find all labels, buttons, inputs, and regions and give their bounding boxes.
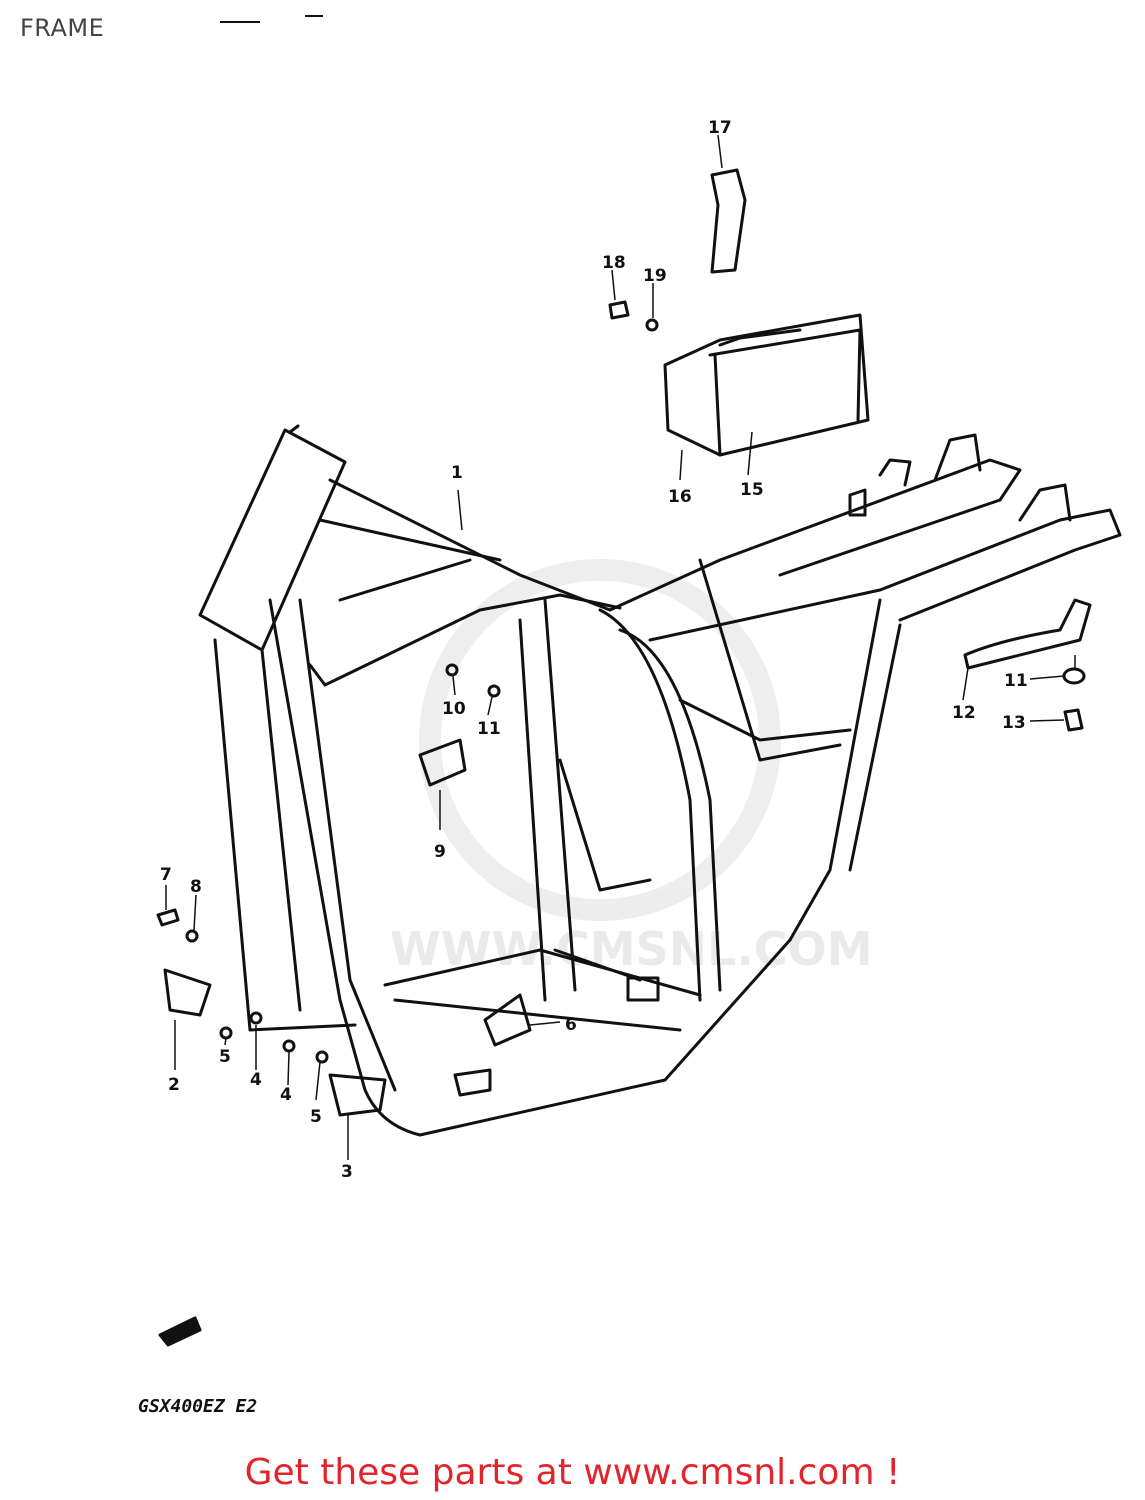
frame-drawing	[156, 168, 1122, 1347]
callout-15: 15	[740, 480, 764, 500]
callout-3: 3	[341, 1162, 353, 1182]
cmsnl-link[interactable]: Get these parts at www.cmsnl.com !	[244, 1452, 901, 1493]
callout-1: 1	[451, 463, 463, 483]
callout-9: 9	[434, 842, 446, 862]
callout-13: 13	[1002, 713, 1026, 733]
callout-7: 7	[160, 865, 172, 885]
callout-19: 19	[643, 266, 667, 286]
callout-11: 11	[477, 719, 501, 739]
watermark-logo: WWW.CMSNL.COM	[390, 559, 873, 976]
callout-4-lower: 4	[280, 1085, 292, 1105]
callout-4: 4	[250, 1070, 262, 1090]
callout-2: 2	[168, 1075, 180, 1095]
callout-17: 17	[708, 118, 732, 138]
callout-8: 8	[190, 877, 202, 897]
callout-5: 5	[219, 1047, 231, 1067]
page-title: FRAME	[20, 14, 105, 42]
callout-18: 18	[602, 253, 626, 273]
callout-5-lower: 5	[310, 1107, 322, 1127]
callout-10: 10	[442, 699, 466, 719]
callout-6: 6	[565, 1015, 577, 1035]
callout-12: 12	[952, 703, 976, 723]
callout-16: 16	[668, 487, 692, 507]
leader-lines	[165, 134, 1076, 1160]
model-code: GSX400EZ E2	[138, 1396, 258, 1417]
callout-11-rear: 11	[1004, 671, 1028, 691]
